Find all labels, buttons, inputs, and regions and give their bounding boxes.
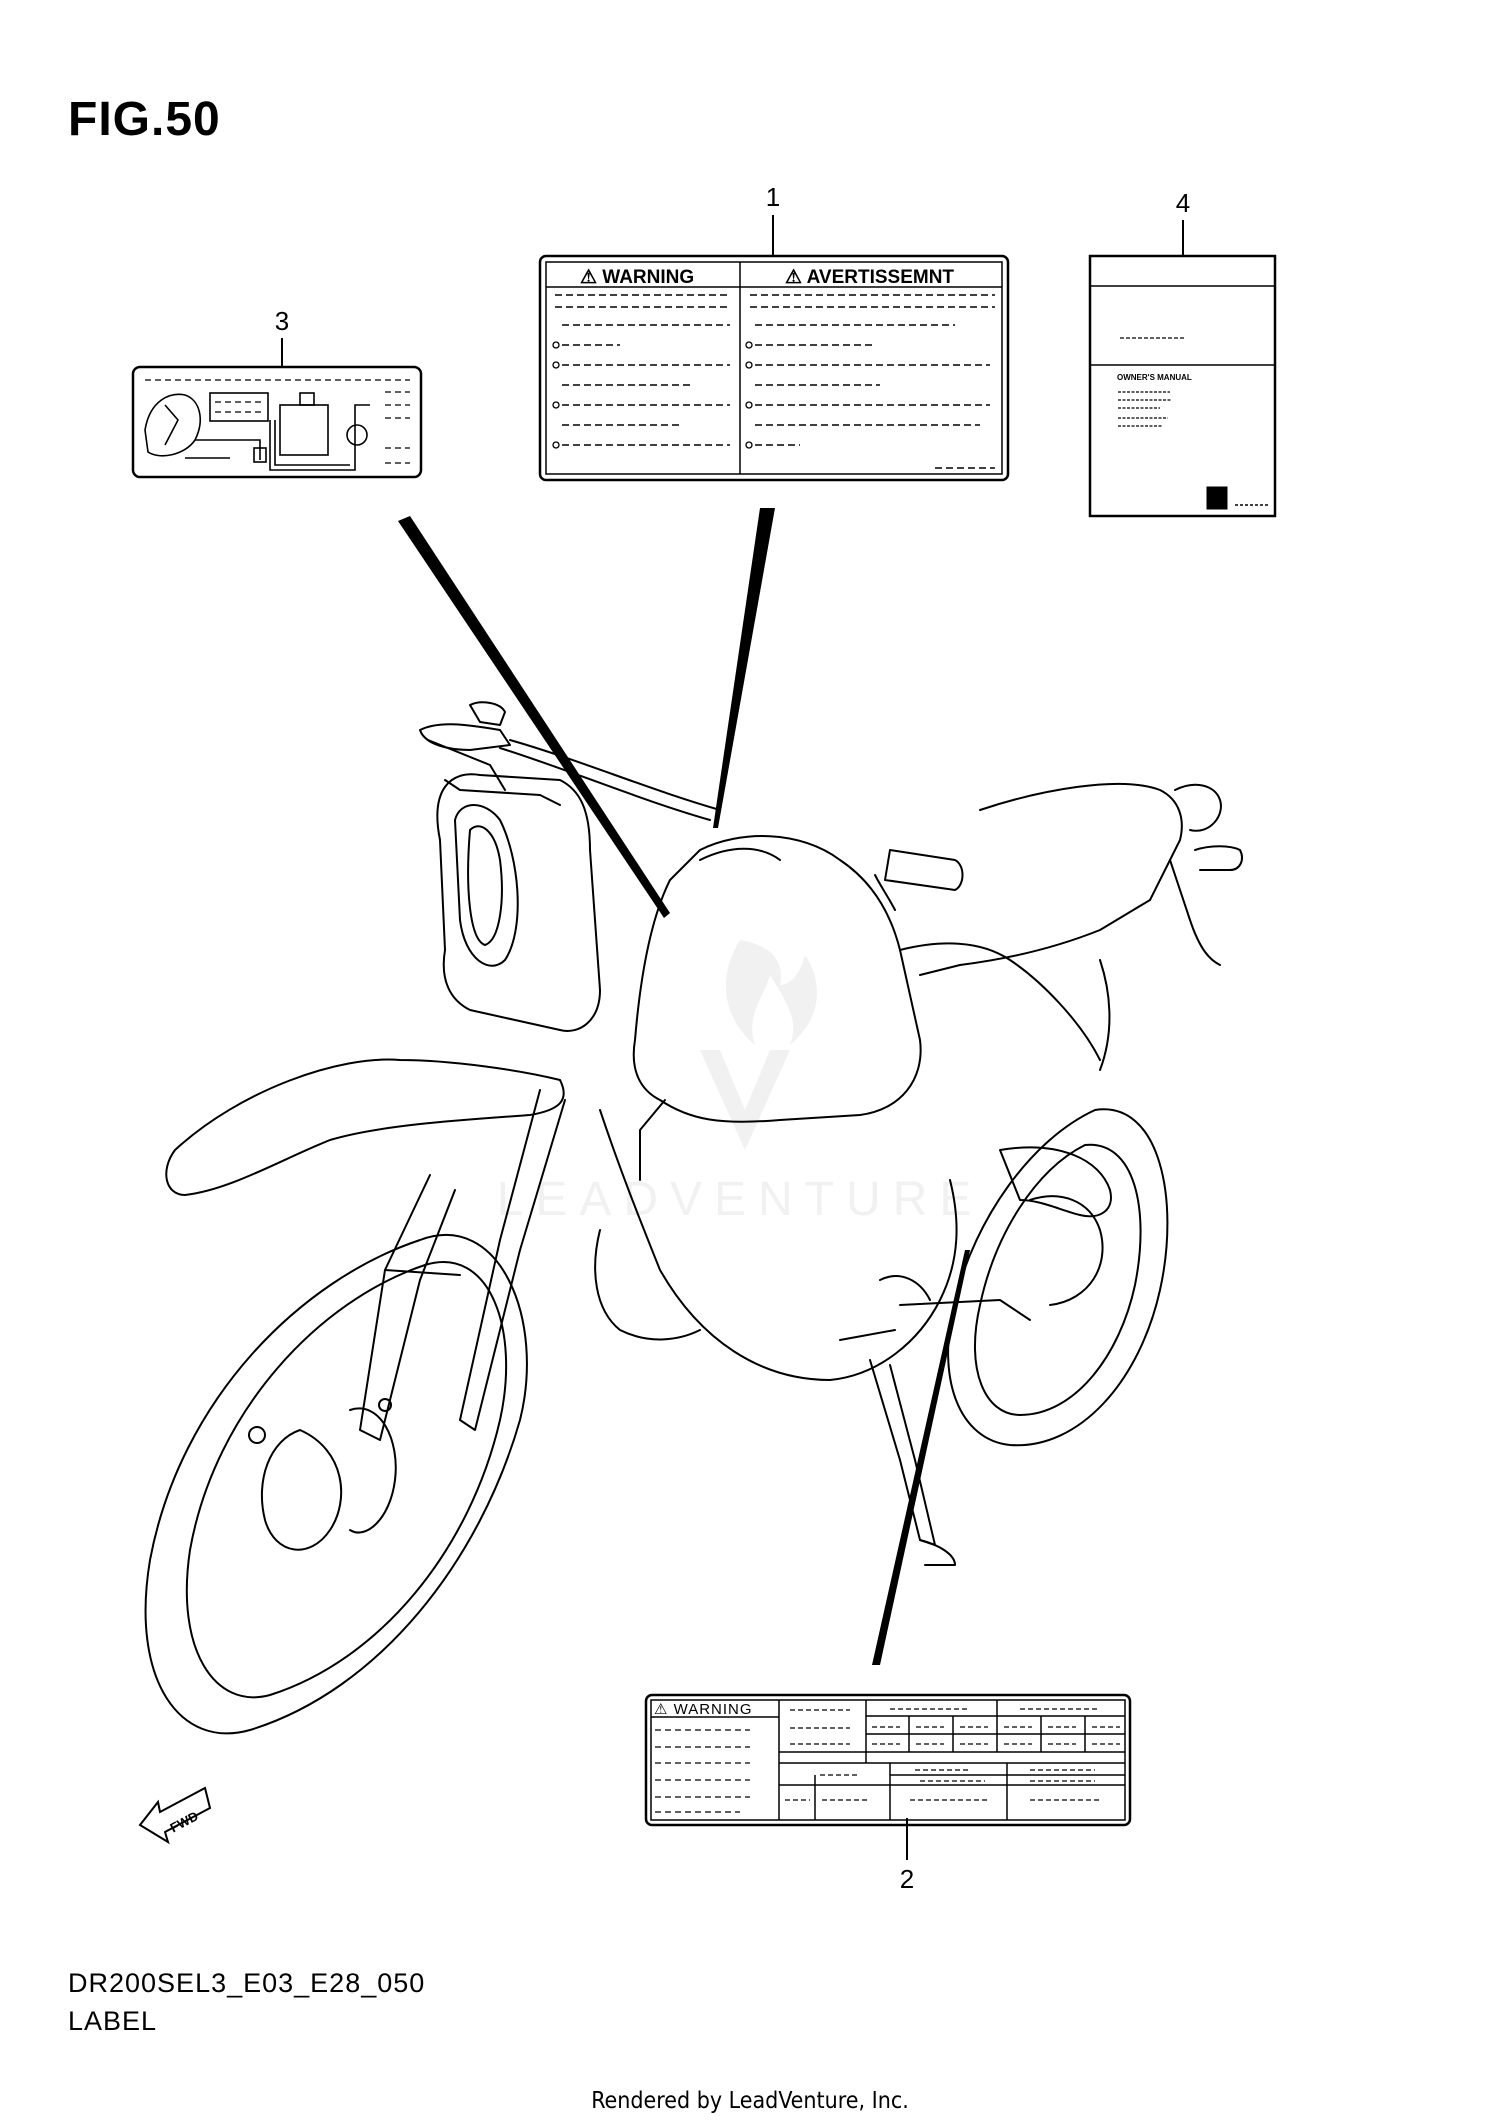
diagram-name: LABEL [68, 2006, 158, 2036]
pointer-wedges [398, 508, 970, 1665]
manual-title: OWNER'S MANUAL [1117, 373, 1192, 382]
callout-2: 2 [900, 1864, 914, 1894]
callout-3: 3 [275, 306, 289, 336]
label-1-right-heading: ⚠ AVERTISSEMNT [785, 267, 954, 288]
label-1-warning: ⚠ WARNING ⚠ AVERTISSEMNT [538, 254, 1010, 482]
fwd-direction-marker: FWD [138, 1786, 212, 1845]
label-2-warning-table: ⚠ WARNING [644, 1693, 1132, 1827]
diagram-code: DR200SEL3_E03_E28_050 [68, 1968, 426, 1998]
label-3-routing [131, 365, 423, 479]
label-4-owners-manual: OWNER'S MANUAL [1088, 254, 1277, 518]
motorcycle-outline [144, 701, 1243, 1735]
watermark-text: LEADVENTURE [497, 1173, 984, 1226]
callout-1: 1 [766, 182, 780, 212]
label-2-heading: ⚠ WARNING [654, 1701, 753, 1718]
rendered-by-credit: Rendered by LeadVenture, Inc. [591, 2088, 909, 2114]
label-1-left-heading: ⚠ WARNING [580, 267, 694, 288]
callout-4: 4 [1176, 188, 1190, 218]
watermark: LEADVENTURE [497, 940, 984, 1226]
figure-title: FIG.50 [68, 93, 221, 146]
